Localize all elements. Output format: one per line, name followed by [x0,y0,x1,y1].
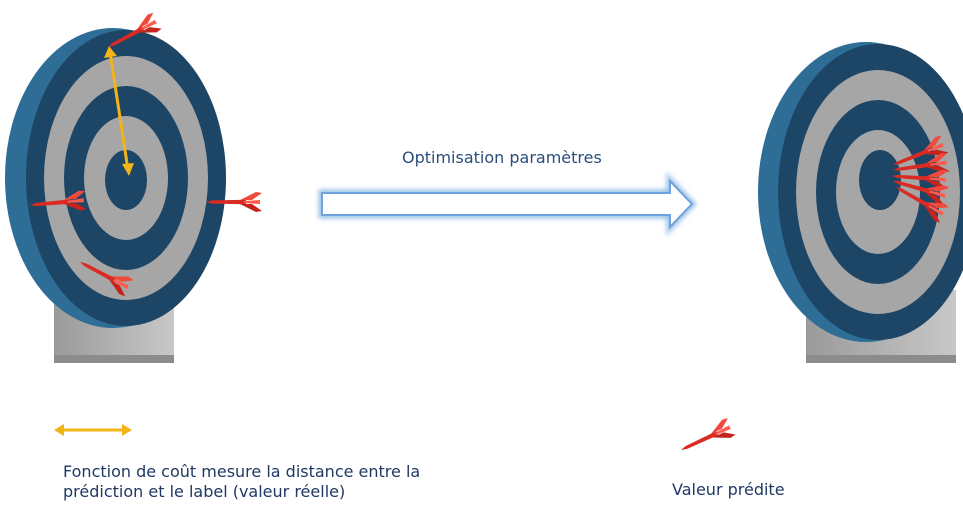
legend-cost-line-1: Fonction de coût mesure la distance entr… [63,462,421,481]
legend-cost-arrow-icon [54,424,132,436]
optimization-arrow [318,172,697,236]
legend-cost-line-2: prédiction et le label (valeur réelle) [63,482,346,501]
left-target [5,28,226,363]
cost-distance-arrow [104,46,134,176]
right-target-bullseye [859,150,901,210]
legend-prediction-text: Valeur prédite [672,480,785,499]
right-target [758,42,963,363]
legend-dart-icon [676,417,736,460]
legend-cost-text: Fonction de coût mesure la distance entr… [63,462,420,502]
optimization-arrow-label: Optimisation paramètres [402,148,602,167]
left-target-bullseye [105,150,147,210]
